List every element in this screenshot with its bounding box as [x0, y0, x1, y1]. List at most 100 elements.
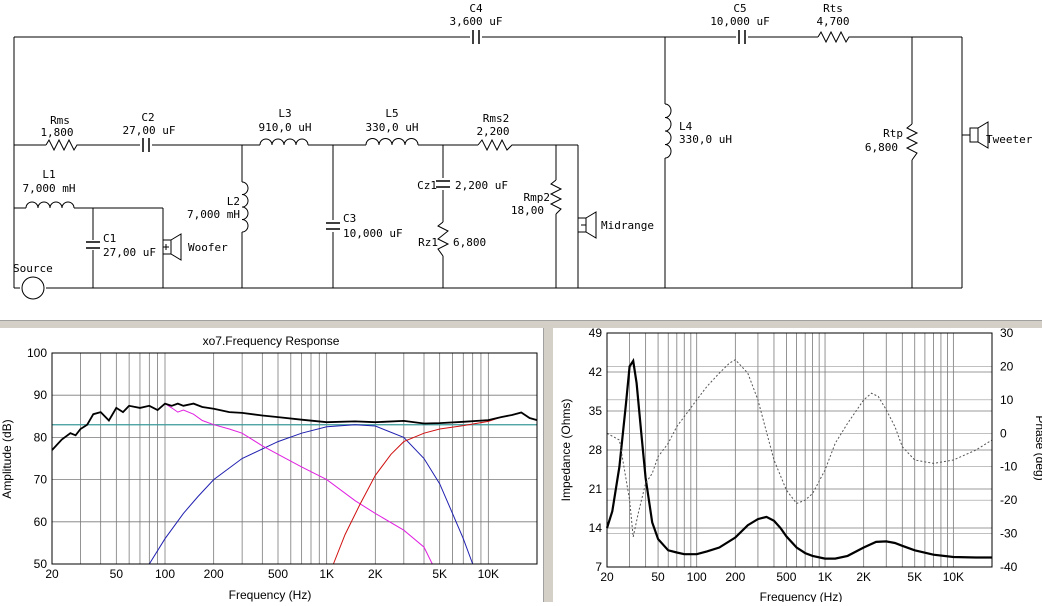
l4-value: 330,0 uH	[679, 133, 732, 146]
total-series-line	[51, 402, 538, 451]
impedance-series	[605, 357, 993, 560]
x-tick-label: 100	[687, 570, 707, 584]
inductor-l4-symbol	[664, 103, 672, 159]
y2-tick-label: -30	[1000, 527, 1018, 541]
phase-series-line	[606, 359, 993, 538]
y-tick-label: 14	[589, 521, 603, 535]
x-tick-label: 5K	[432, 567, 447, 581]
tweeter-series-line	[332, 411, 538, 565]
resistor-rmp2-symbol	[549, 179, 563, 215]
x-tick-label: 10K	[943, 570, 964, 584]
freq-chart-title: xo7.Frequency Response	[203, 334, 340, 348]
x-tick-label: 20	[600, 570, 614, 584]
rms2-value: 2,200	[476, 125, 509, 138]
inductor-l2-symbol	[241, 181, 249, 233]
l5-name: L5	[385, 107, 398, 120]
rts-value: 4,700	[816, 15, 849, 28]
resistor-rms2-symbol	[477, 138, 516, 152]
capacitor-c1-symbol	[85, 241, 101, 249]
phase-y-label: Phase (deg)	[1033, 415, 1042, 480]
c3-name: C3	[343, 212, 356, 225]
c5-name: C5	[733, 2, 746, 15]
freq-series	[51, 402, 538, 565]
crossover-schematic: C4 3,600 uF C5 10,000 uF Rts 4,700 Rms 1…	[13, 2, 1033, 300]
y2-tick-label: 10	[1000, 393, 1014, 407]
l1-name: L1	[42, 168, 55, 181]
capacitor-c2-symbol	[142, 137, 150, 153]
capacitor-c4-symbol	[472, 29, 480, 45]
y-tick-label: 28	[589, 443, 603, 457]
freq-plot-frame	[51, 352, 538, 565]
impedance-series-line	[605, 357, 992, 560]
c2-name: C2	[141, 111, 154, 124]
x-tick-label: 500	[268, 567, 288, 581]
inductor-l1-symbol	[25, 201, 75, 209]
y-tick-label: 100	[27, 346, 47, 360]
y-tick-label: 42	[589, 365, 603, 379]
x-tick-label: 10K	[478, 567, 499, 581]
y-tick-label: 50	[34, 557, 48, 571]
c3-value: 10,000 uF	[343, 227, 403, 240]
l5-value: 330,0 uH	[366, 121, 419, 134]
resistor-rts-symbol	[817, 30, 852, 44]
l4-name: L4	[679, 120, 693, 133]
freq-x-label: Frequency (Hz)	[229, 588, 312, 602]
panel-divider[interactable]	[0, 320, 1042, 329]
rms-value: 1,800	[40, 126, 73, 139]
rmp2-value: 18,00	[511, 204, 544, 217]
c4-value: 3,600 uF	[450, 15, 503, 28]
impedance-x-label: Frequency (Hz)	[760, 590, 843, 602]
capacitor-cz1-symbol	[435, 180, 451, 188]
x-tick-label: 50	[651, 570, 665, 584]
schematic-wires	[13, 36, 970, 289]
resistor-rtp-symbol	[905, 123, 919, 161]
rtp-value: 6,800	[865, 141, 898, 154]
rz1-value: 6,800	[453, 236, 486, 249]
x-tick-label: 100	[155, 567, 175, 581]
rts-name: Rts	[823, 2, 843, 15]
cz1-name: Cz1	[417, 179, 437, 192]
rz1-name: Rz1	[418, 236, 438, 249]
y-tick-label: 35	[589, 404, 603, 418]
x-tick-label: 1K	[818, 570, 833, 584]
freq-y-label: Amplitude (dB)	[0, 419, 14, 498]
y-tick-label: 80	[34, 430, 48, 444]
midrange-series-line	[148, 424, 474, 565]
x-tick-label: 2K	[856, 570, 871, 584]
y2-tick-label: 20	[1000, 359, 1014, 373]
freq-grid	[52, 352, 537, 565]
y-tick-label: 7	[595, 560, 602, 574]
x-tick-label: 200	[725, 570, 745, 584]
midrange-speaker-icon	[577, 211, 597, 239]
x-tick-label: 2K	[368, 567, 383, 581]
schematic-drawing: C4 3,600 uF C5 10,000 uF Rts 4,700 Rms 1…	[13, 2, 1033, 300]
capacitor-c5-symbol	[738, 29, 746, 45]
y2-tick-label: 30	[1000, 328, 1014, 340]
c1-value: 27,00 uF	[103, 246, 156, 259]
x-tick-label: 200	[204, 567, 224, 581]
cz1-value: 2,200 uF	[455, 179, 508, 192]
capacitor-c3-symbol	[325, 222, 341, 230]
rmp2-name: Rmp2	[524, 191, 551, 204]
y2-tick-label: -10	[1000, 460, 1018, 474]
rms-name: Rms	[50, 114, 70, 127]
source-label: Source	[13, 262, 53, 275]
l1-value: 7,000 mH	[23, 182, 76, 195]
resistor-rz1-symbol	[437, 221, 450, 257]
y-tick-label: 21	[589, 482, 603, 496]
woofer-label: Woofer	[188, 241, 228, 254]
midrange-label: Midrange	[601, 219, 654, 232]
impedance-y-label: Impedance (Ohms)	[559, 399, 573, 502]
rtp-name: Rtp	[883, 127, 903, 140]
impedance-grid	[607, 332, 992, 568]
l2-value: 7,000 mH	[187, 208, 240, 221]
c5-value: 10,000 uF	[710, 15, 770, 28]
x-tick-label: 500	[776, 570, 796, 584]
tweeter-label: Tweeter	[986, 133, 1033, 146]
